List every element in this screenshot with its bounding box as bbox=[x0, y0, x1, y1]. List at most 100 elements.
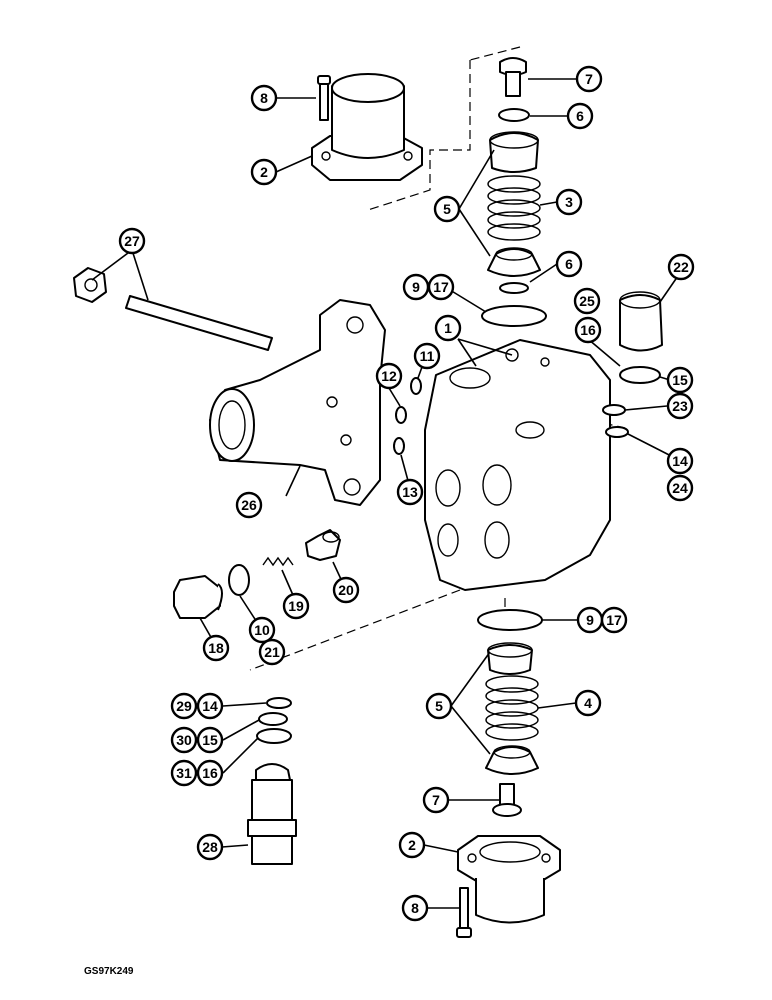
spring-4-part bbox=[485, 675, 539, 741]
callout-16-left: 16 bbox=[196, 759, 224, 787]
ring-23-part bbox=[602, 404, 626, 416]
svg-text:16: 16 bbox=[580, 322, 596, 338]
bottom-cover-part bbox=[457, 835, 561, 924]
callout-23: 23 bbox=[666, 392, 694, 420]
spring-19-part bbox=[262, 556, 294, 567]
svg-text:7: 7 bbox=[585, 71, 593, 87]
bolt-bottom-part bbox=[456, 887, 472, 938]
svg-text:5: 5 bbox=[435, 698, 443, 714]
callout-30: 30 bbox=[170, 726, 198, 754]
end-cover-26-part bbox=[209, 299, 386, 506]
svg-text:1: 1 bbox=[444, 320, 452, 336]
svg-text:29: 29 bbox=[176, 698, 192, 714]
svg-text:30: 30 bbox=[176, 732, 192, 748]
svg-text:2: 2 bbox=[260, 164, 268, 180]
washer-6-top-part bbox=[498, 108, 530, 122]
callout-29: 29 bbox=[170, 692, 198, 720]
callout-18: 18 bbox=[202, 634, 230, 662]
spring-3-part bbox=[487, 175, 541, 241]
callout-5-bot: 5 bbox=[425, 692, 453, 720]
svg-text:15: 15 bbox=[202, 732, 218, 748]
svg-text:21: 21 bbox=[264, 644, 280, 660]
washer-6-mid-part bbox=[499, 282, 529, 294]
svg-text:17: 17 bbox=[433, 279, 449, 295]
ring-15-left-part bbox=[258, 712, 288, 726]
svg-text:24: 24 bbox=[672, 480, 688, 496]
callout-16-right: 16 bbox=[574, 316, 602, 344]
oring-10-part bbox=[228, 564, 250, 596]
spring-seat-mid-part bbox=[487, 247, 541, 277]
callout-14-right: 14 bbox=[666, 447, 694, 475]
valve-body-1-part bbox=[424, 339, 611, 591]
spring-seat-bot-part bbox=[485, 745, 539, 775]
callout-27: 27 bbox=[118, 227, 146, 255]
callout-7-top: 7 bbox=[575, 65, 603, 93]
svg-text:3: 3 bbox=[565, 194, 573, 210]
oring-11-part bbox=[410, 377, 422, 395]
callout-5-top: 5 bbox=[433, 195, 461, 223]
svg-text:8: 8 bbox=[411, 900, 419, 916]
cartridge-28-part bbox=[247, 763, 297, 865]
oring-16-left-part bbox=[256, 728, 292, 744]
plug-22-part bbox=[619, 291, 663, 352]
svg-text:12: 12 bbox=[381, 368, 397, 384]
svg-text:2: 2 bbox=[408, 837, 416, 853]
svg-text:15: 15 bbox=[672, 372, 688, 388]
stud-27-part bbox=[73, 267, 273, 351]
svg-text:6: 6 bbox=[576, 108, 584, 124]
callout-13: 13 bbox=[396, 478, 424, 506]
oring-9-bot-part bbox=[477, 609, 543, 631]
callout-15-right: 15 bbox=[666, 366, 694, 394]
callout-4: 4 bbox=[574, 689, 602, 717]
plug-18-part bbox=[173, 575, 223, 619]
drawing-code-label: GS97K249 bbox=[84, 966, 134, 977]
top-plug-part bbox=[499, 57, 527, 97]
svg-text:7: 7 bbox=[432, 792, 440, 808]
callout-11: 11 bbox=[413, 342, 441, 370]
svg-text:14: 14 bbox=[202, 698, 218, 714]
svg-text:4: 4 bbox=[584, 695, 592, 711]
callout-24: 24 bbox=[666, 474, 694, 502]
svg-text:28: 28 bbox=[202, 839, 218, 855]
svg-text:22: 22 bbox=[673, 259, 689, 275]
callout-6-mid: 6 bbox=[555, 250, 583, 278]
svg-text:16: 16 bbox=[202, 765, 218, 781]
callout-10: 10 bbox=[248, 616, 276, 644]
callout-12: 12 bbox=[375, 362, 403, 390]
callout-19: 19 bbox=[282, 592, 310, 620]
svg-text:23: 23 bbox=[672, 398, 688, 414]
callout-1: 1 bbox=[434, 314, 462, 342]
oring-12-part bbox=[395, 406, 407, 424]
callout-15-left: 15 bbox=[196, 726, 224, 754]
svg-text:6: 6 bbox=[565, 256, 573, 272]
callout-8-top: 8 bbox=[250, 84, 278, 112]
spring-seat-bot-top-part bbox=[487, 642, 533, 675]
callout-20: 20 bbox=[332, 576, 360, 604]
callout-9-top: 9 bbox=[402, 273, 430, 301]
callout-28: 28 bbox=[196, 833, 224, 861]
ring-14-right-part bbox=[605, 426, 629, 438]
ring-14-left-part bbox=[266, 697, 292, 709]
callout-14-left: 14 bbox=[196, 692, 224, 720]
svg-text:5: 5 bbox=[443, 201, 451, 217]
svg-text:9: 9 bbox=[412, 279, 420, 295]
spring-seat-top-part bbox=[489, 131, 539, 173]
callout-17-top: 17 bbox=[427, 273, 455, 301]
svg-text:9: 9 bbox=[586, 612, 594, 628]
svg-text:19: 19 bbox=[288, 598, 304, 614]
plug-7-bot-part bbox=[492, 783, 522, 817]
svg-text:20: 20 bbox=[338, 582, 354, 598]
svg-text:10: 10 bbox=[254, 622, 270, 638]
oring-13-part bbox=[393, 437, 405, 455]
callout-9-bot: 9 bbox=[576, 606, 604, 634]
svg-text:25: 25 bbox=[579, 293, 595, 309]
svg-text:13: 13 bbox=[402, 484, 418, 500]
svg-text:11: 11 bbox=[420, 348, 435, 364]
callout-2-top: 2 bbox=[250, 158, 278, 186]
svg-text:27: 27 bbox=[124, 233, 140, 249]
callout-26: 26 bbox=[235, 491, 263, 519]
callout-3: 3 bbox=[555, 188, 583, 216]
callout-21: 21 bbox=[258, 638, 286, 666]
